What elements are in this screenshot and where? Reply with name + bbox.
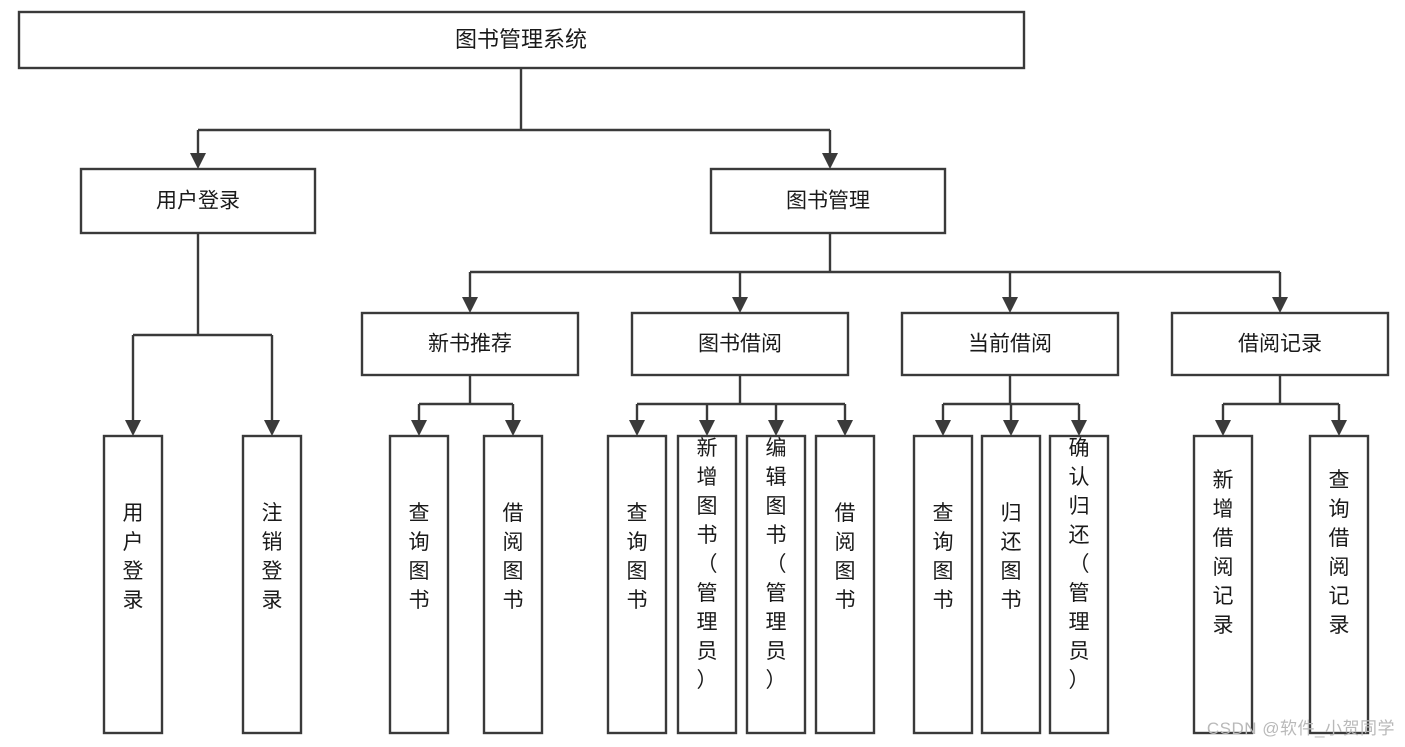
leaf-query-book-3-label: 查询图书 [933, 502, 954, 612]
leaf-user-login[interactable]: 用户登录 [102, 434, 164, 735]
node-book-borrow-label: 图书借阅 [698, 333, 782, 356]
leaf-query-book-3[interactable]: 查询图书 [912, 434, 974, 735]
node-current-borrow[interactable]: 当前借阅 [900, 311, 1120, 377]
leaf-add-book-admin-label: 新增图书（管理员） [697, 437, 718, 692]
leaf-add-book-admin[interactable]: 新增图书（管理员） [676, 434, 738, 735]
leaf-return-book-label: 归还图书 [1001, 502, 1022, 612]
connector-bookmgmt-to-level3 [462, 233, 1288, 313]
leaf-query-book-1-label: 查询图书 [409, 502, 430, 612]
node-new-book-recommend-label: 新书推荐 [428, 333, 512, 356]
leaf-query-book-1[interactable]: 查询图书 [388, 434, 450, 735]
leaf-borrow-book-1[interactable]: 借阅图书 [482, 434, 544, 735]
leaf-borrow-book-1-label: 借阅图书 [503, 502, 524, 612]
leaf-borrow-book-2-label: 借阅图书 [835, 502, 856, 612]
csdn-watermark: CSDN @软件_小贺同学 [1206, 719, 1395, 738]
leaf-return-book[interactable]: 归还图书 [980, 434, 1042, 735]
leaf-user-login-label: 用户登录 [123, 502, 144, 612]
leaf-edit-book-admin[interactable]: 编辑图书（管理员） [745, 434, 807, 735]
node-book-management[interactable]: 图书管理 [709, 167, 947, 235]
connector-userlogin-to-leaves [125, 233, 280, 436]
node-user-login-label: 用户登录 [156, 190, 240, 213]
node-new-book-recommend[interactable]: 新书推荐 [360, 311, 580, 377]
leaf-query-borrow-record-label: 查询借阅记录 [1329, 469, 1350, 637]
leaf-add-borrow-record[interactable]: 新增借阅记录 [1192, 434, 1254, 735]
root-node-label: 图书管理系统 [455, 27, 587, 52]
node-borrow-record[interactable]: 借阅记录 [1170, 311, 1390, 377]
leaf-query-book-2-label: 查询图书 [627, 502, 648, 612]
connector-currentborrow-to-leaves [935, 375, 1087, 436]
leaf-edit-book-admin-label: 编辑图书（管理员） [766, 437, 787, 692]
connector-newbook-to-leaves [411, 375, 521, 436]
leaf-confirm-return-admin[interactable]: 确认归还（管理员） [1048, 434, 1110, 735]
leaf-query-borrow-record[interactable]: 查询借阅记录 [1308, 434, 1370, 735]
node-book-borrow[interactable]: 图书借阅 [630, 311, 850, 377]
node-book-management-label: 图书管理 [786, 190, 870, 213]
connector-root-to-level2 [190, 68, 838, 169]
leaf-confirm-return-admin-label: 确认归还（管理员） [1069, 437, 1090, 692]
node-user-login[interactable]: 用户登录 [79, 167, 317, 235]
root-node[interactable]: 图书管理系统 [17, 10, 1026, 70]
leaf-query-book-2[interactable]: 查询图书 [606, 434, 668, 735]
node-borrow-record-label: 借阅记录 [1238, 333, 1322, 356]
leaf-logout-label: 注销登录 [262, 502, 283, 612]
connector-bookborrow-to-leaves [629, 375, 853, 436]
leaf-logout[interactable]: 注销登录 [241, 434, 303, 735]
leaf-add-borrow-record-label: 新增借阅记录 [1213, 469, 1234, 637]
connector-borrowrecord-to-leaves [1215, 375, 1347, 436]
node-current-borrow-label: 当前借阅 [968, 333, 1052, 356]
leaf-borrow-book-2[interactable]: 借阅图书 [814, 434, 876, 735]
